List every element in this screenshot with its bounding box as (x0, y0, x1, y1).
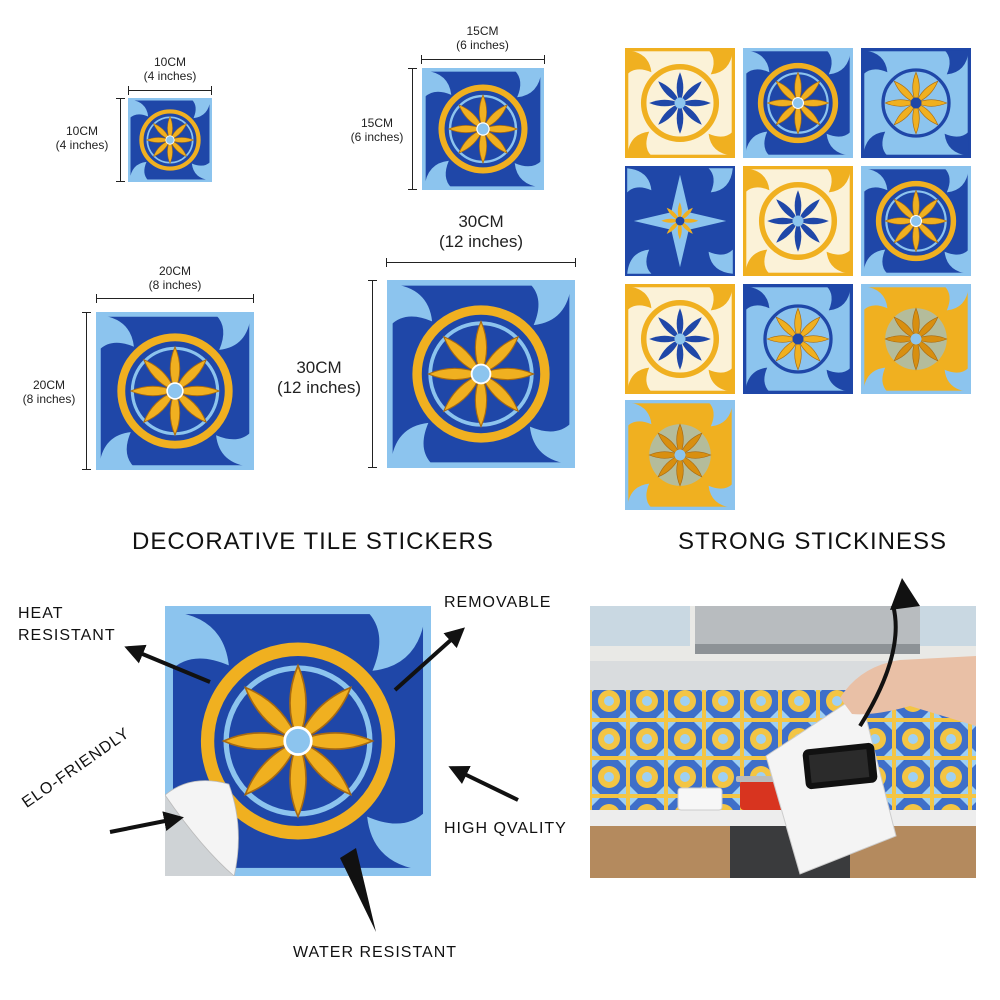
kitchen-photo (590, 606, 976, 878)
size-20-width-line (96, 294, 254, 303)
size-10-in: (4 inches) (143, 69, 197, 83)
feature-quality: HIGH QVALITY (444, 820, 567, 837)
tile-20cm (96, 312, 254, 470)
size-15-in: (6 inches) (456, 38, 509, 52)
pattern-tile-navy-sky (625, 166, 735, 276)
size-30-width-line (386, 258, 576, 267)
size-10-height-line (116, 98, 125, 182)
heading-decorative: DECORATIVE TILE STICKERS (132, 528, 494, 555)
pattern-tile-navy-gold (743, 48, 853, 158)
feature-heat: HEAT RESISTANT (18, 603, 116, 647)
feature-tile (165, 606, 431, 876)
size-20-height-line (82, 312, 91, 470)
size-15-height-line (408, 68, 417, 190)
size-30-in: (12 inches) (276, 378, 362, 397)
size-30-width-label: 30CM (12 inches) (385, 212, 577, 252)
heading-stickiness: STRONG STICKINESS (678, 528, 948, 555)
tile-10cm (128, 98, 212, 182)
size-15-cm: 15CM (360, 116, 393, 130)
feature-arrows (109, 627, 519, 932)
size-30-in: (12 inches) (438, 232, 524, 251)
pattern-tile-gold-sky (861, 284, 971, 394)
size-20-in: (8 inches) (148, 278, 202, 292)
stickiness-arrow-head (890, 578, 920, 610)
size-10-width-line (128, 86, 212, 95)
arrow-heat (124, 644, 211, 684)
feature-removable: REMOVABLE (444, 594, 552, 611)
pattern-tile-gold-sky (625, 400, 735, 510)
feature-heat-line1: HEAT (18, 605, 64, 622)
feature-water: WATER RESISTANT (293, 944, 458, 961)
size-15-cm: 15CM (466, 24, 499, 38)
size-20-cm: 20CM (32, 378, 65, 392)
tile-pattern-grid (625, 48, 975, 510)
feature-heat-line2: RESISTANT (18, 627, 116, 644)
size-15-height-label: 15CM (6 inches) (340, 116, 414, 144)
pattern-tile-cream-gold (625, 284, 735, 394)
size-30-height-line (368, 280, 377, 468)
size-10-cm: 10CM (65, 124, 98, 138)
size-15-width-line (421, 55, 545, 64)
size-10-height-label: 10CM (4 inches) (45, 124, 119, 152)
arrow-quality (448, 765, 519, 802)
tile-30cm (386, 280, 576, 468)
pattern-tile-cream-gold (625, 48, 735, 158)
size-15-width-label: 15CM (6 inches) (420, 24, 545, 52)
pattern-tile-cream-gold (743, 166, 853, 276)
pattern-tile-sky (861, 48, 971, 158)
arrow-eco (109, 811, 184, 834)
size-20-cm: 20CM (158, 264, 191, 278)
arrow-removable (393, 627, 465, 692)
size-30-height-label: 30CM (12 inches) (266, 358, 372, 398)
size-20-width-label: 20CM (8 inches) (95, 264, 255, 292)
pattern-tile-sky (743, 284, 853, 394)
size-30-cm: 30CM (458, 212, 504, 231)
pattern-tile-navy-gold (861, 166, 971, 276)
size-30-cm: 30CM (296, 358, 342, 377)
size-20-in: (8 inches) (22, 392, 76, 406)
arrow-water (340, 848, 376, 932)
tile-15cm (421, 68, 545, 190)
size-10-width-label: 10CM (4 inches) (125, 55, 215, 83)
size-20-height-label: 20CM (8 inches) (12, 378, 86, 406)
size-10-in: (4 inches) (55, 138, 109, 152)
size-10-cm: 10CM (153, 55, 186, 69)
size-15-in: (6 inches) (350, 130, 404, 144)
